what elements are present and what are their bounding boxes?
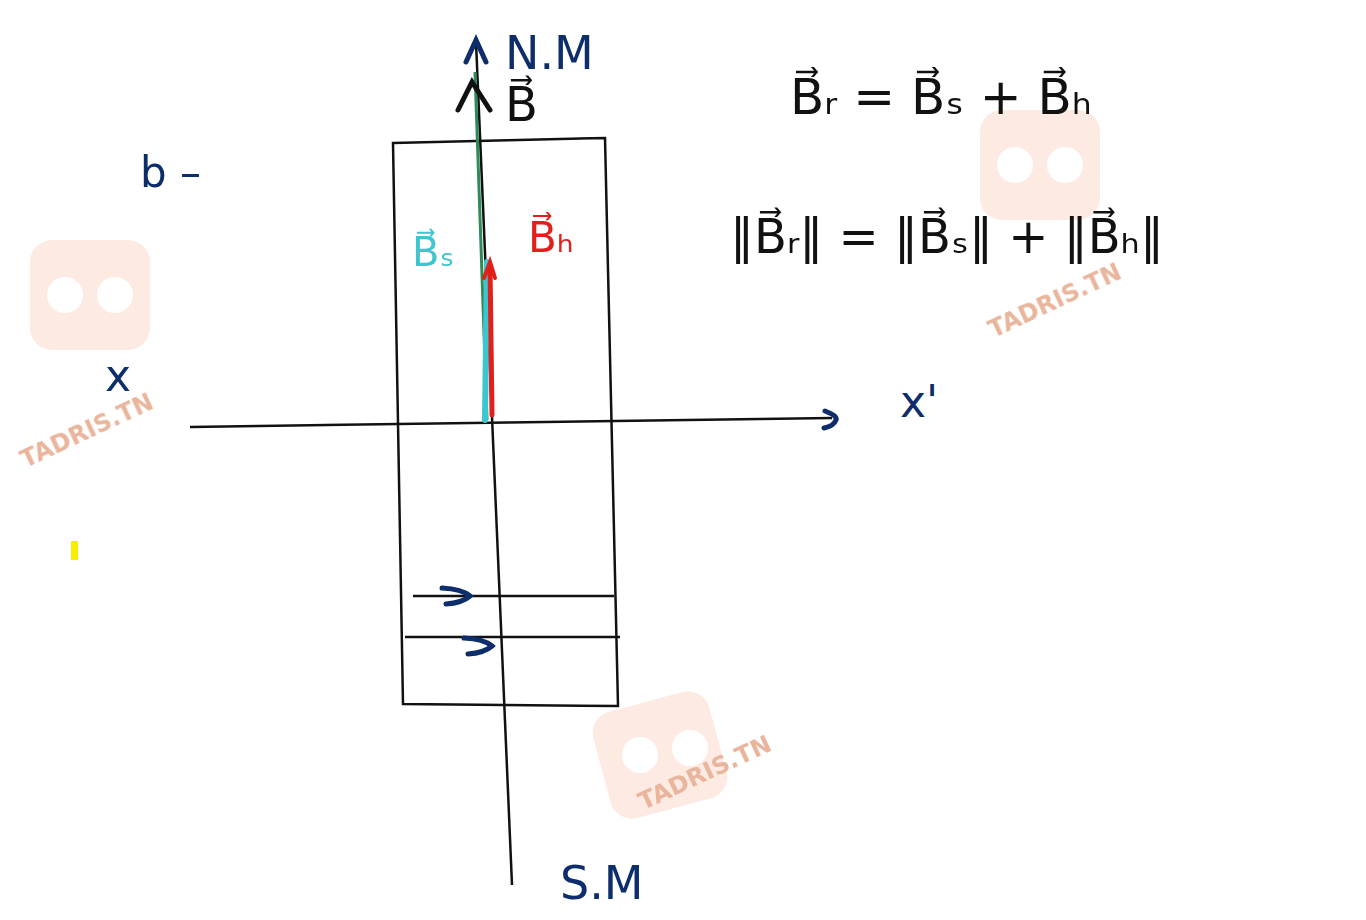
watermark: TADRIS.TN: [984, 259, 1125, 343]
current-arrow: [464, 638, 492, 654]
pole-label: N.M: [505, 28, 594, 79]
axis-line: [476, 42, 512, 885]
axis-arrowhead: [466, 40, 486, 62]
solenoid-field-vector: [485, 262, 487, 420]
equation: ‖B⃗ᵣ‖ = ‖B⃗ₛ‖ + ‖B⃗ₕ‖: [730, 210, 1164, 263]
vector-label: B⃗: [505, 78, 538, 131]
vector-arrowhead: [484, 262, 495, 278]
axis-label: x: [105, 352, 131, 400]
winding-line: [405, 636, 620, 639]
yellow-mark: [71, 541, 78, 560]
pole-label: S.M: [560, 858, 644, 909]
resultant-vector: [475, 72, 487, 420]
current-arrow: [442, 588, 470, 604]
winding-line: [413, 595, 614, 598]
note-label: b –: [140, 150, 201, 196]
vector-arrowhead: [458, 82, 490, 110]
watermark: TADRIS.TN: [16, 389, 157, 473]
axis-line: [190, 418, 832, 427]
axis-label: x': [900, 378, 938, 426]
vector-label: B⃗ₛ: [412, 230, 454, 274]
vector-label: B⃗ₕ: [528, 215, 574, 261]
earth-field-vector: [490, 265, 492, 415]
axis-arrowhead: [824, 411, 836, 428]
equation: B⃗ᵣ = B⃗ₛ + B⃗ₕ: [790, 70, 1092, 125]
